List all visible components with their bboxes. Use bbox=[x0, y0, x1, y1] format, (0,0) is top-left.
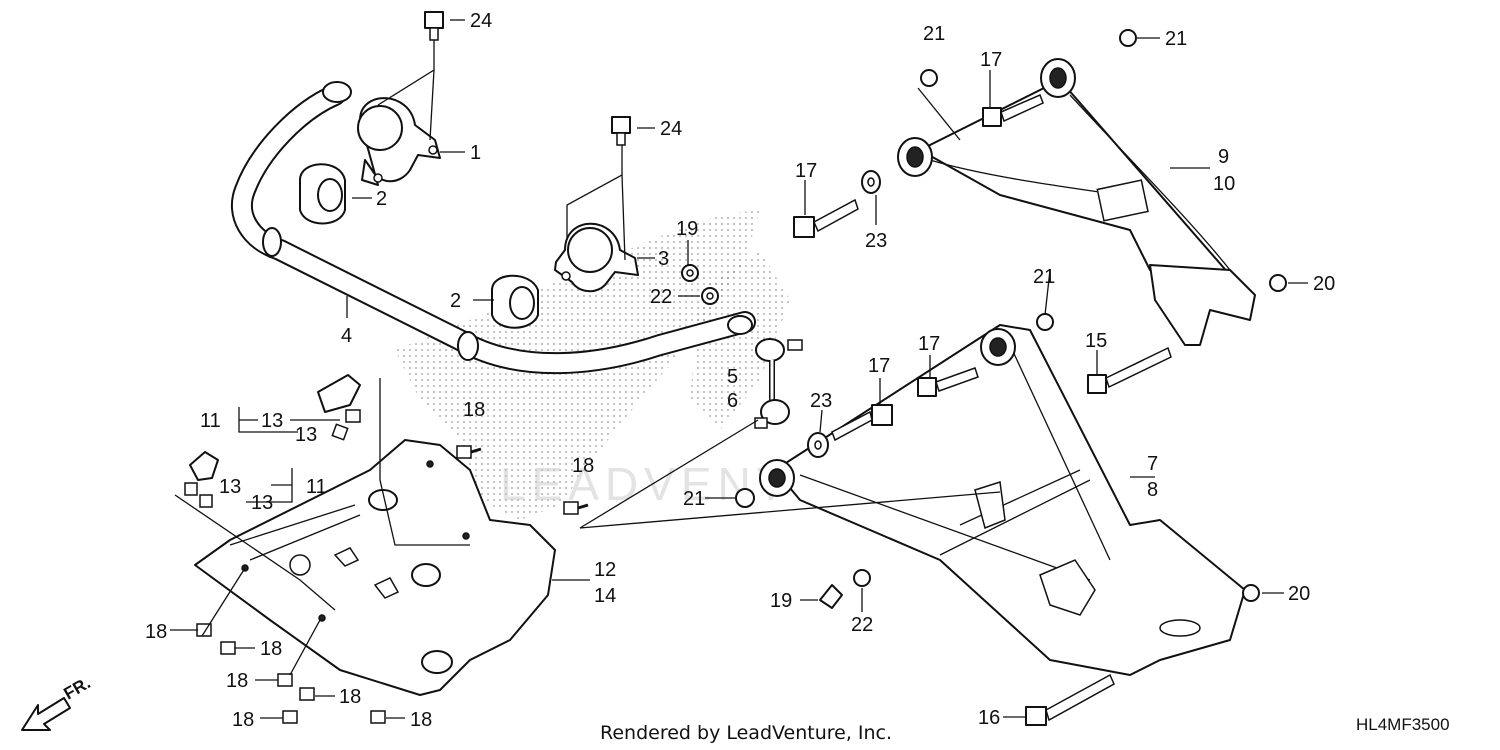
label-8: 8 bbox=[1147, 479, 1158, 501]
label-18: 18 bbox=[339, 686, 361, 708]
label-17: 17 bbox=[918, 333, 940, 355]
stabilizer-link bbox=[754, 338, 803, 429]
lower-arm bbox=[759, 324, 1246, 676]
bar-holder-3 bbox=[554, 222, 639, 293]
label-21: 21 bbox=[683, 488, 705, 510]
label-21: 21 bbox=[1165, 28, 1187, 50]
bolt-17-mid bbox=[917, 367, 979, 397]
label-21: 21 bbox=[923, 23, 945, 45]
leader-lines bbox=[170, 19, 1308, 719]
label-18: 18 bbox=[232, 709, 254, 731]
label-6: 6 bbox=[727, 390, 738, 412]
label-13: 13 bbox=[251, 492, 273, 514]
nut-22-upper bbox=[701, 287, 719, 305]
clip-11-lower bbox=[184, 451, 219, 508]
label-9: 9 bbox=[1218, 146, 1229, 168]
label-3: 3 bbox=[658, 248, 669, 270]
nut-21-c bbox=[1036, 313, 1054, 331]
label-2: 2 bbox=[376, 188, 387, 210]
label-18: 18 bbox=[410, 709, 432, 731]
bolt-24-upper bbox=[424, 11, 444, 41]
nut-19-upper bbox=[681, 264, 699, 282]
label-10: 10 bbox=[1213, 173, 1235, 195]
front-arrow-icon: FR. bbox=[21, 673, 94, 731]
label-23: 23 bbox=[865, 230, 887, 252]
rendered-by-text: Rendered by LeadVenture, Inc. bbox=[600, 722, 892, 744]
washer-23-upper bbox=[861, 170, 881, 194]
label-11: 11 bbox=[306, 476, 327, 498]
label-23: 23 bbox=[810, 390, 832, 412]
bushing-2-upper bbox=[299, 163, 346, 225]
label-20: 20 bbox=[1288, 583, 1310, 605]
bolt-17-upper bbox=[982, 93, 1044, 127]
nut-19-lower bbox=[819, 584, 843, 609]
label-22: 22 bbox=[650, 286, 672, 308]
label-17: 17 bbox=[980, 49, 1002, 71]
bolt-15 bbox=[1087, 346, 1172, 394]
label-17: 17 bbox=[868, 355, 890, 377]
label-24: 24 bbox=[660, 118, 682, 140]
label-17: 17 bbox=[795, 160, 817, 182]
label-13: 13 bbox=[261, 410, 283, 432]
label-5: 5 bbox=[727, 366, 738, 388]
bushing-2-lower bbox=[491, 274, 539, 329]
label-13: 13 bbox=[219, 476, 241, 498]
label-1: 1 bbox=[470, 142, 481, 164]
label-18: 18 bbox=[226, 670, 248, 692]
nut-21-d bbox=[735, 488, 755, 508]
diagram-code: HL4MF3500 bbox=[1356, 715, 1450, 734]
label-14: 14 bbox=[594, 585, 616, 607]
label-18: 18 bbox=[260, 638, 282, 660]
label-12: 12 bbox=[594, 559, 616, 581]
label-18: 18 bbox=[572, 455, 594, 477]
label-11: 11 bbox=[200, 410, 221, 432]
label-15: 15 bbox=[1085, 330, 1107, 352]
label-18: 18 bbox=[463, 399, 485, 421]
bolt-17-left bbox=[793, 198, 859, 238]
label-16: 16 bbox=[978, 707, 1000, 729]
skid-plate bbox=[194, 439, 556, 696]
label-2: 2 bbox=[450, 290, 461, 312]
bolts-18 bbox=[196, 445, 589, 724]
nut-22-lower bbox=[853, 569, 871, 587]
label-22: 22 bbox=[851, 614, 873, 636]
upper-arm bbox=[897, 58, 1256, 346]
washer-23-lower bbox=[807, 432, 829, 458]
stabilizer-bar bbox=[230, 81, 756, 375]
nut-21-a bbox=[920, 69, 938, 87]
label-20: 20 bbox=[1313, 273, 1335, 295]
bolt-16 bbox=[1025, 673, 1115, 726]
label-19: 19 bbox=[770, 590, 792, 612]
bar-holder-1 bbox=[357, 97, 441, 186]
label-24: 24 bbox=[470, 10, 492, 32]
nut-21-b bbox=[1119, 29, 1137, 47]
bolt-24-lower bbox=[611, 116, 631, 146]
clip-11-upper bbox=[317, 374, 361, 441]
nut-20-b bbox=[1242, 584, 1260, 602]
label-18: 18 bbox=[145, 621, 167, 643]
nut-20-a bbox=[1269, 274, 1287, 292]
bolt-17-low bbox=[831, 404, 893, 442]
label-13: 13 bbox=[295, 424, 317, 446]
label-7: 7 bbox=[1147, 453, 1158, 475]
label-4: 4 bbox=[341, 325, 352, 347]
label-19: 19 bbox=[676, 218, 698, 240]
part-labels: 24 1 2 4 24 3 2 19 22 5 6 11 13 13 11 13… bbox=[145, 10, 1335, 731]
label-21: 21 bbox=[1033, 266, 1055, 288]
